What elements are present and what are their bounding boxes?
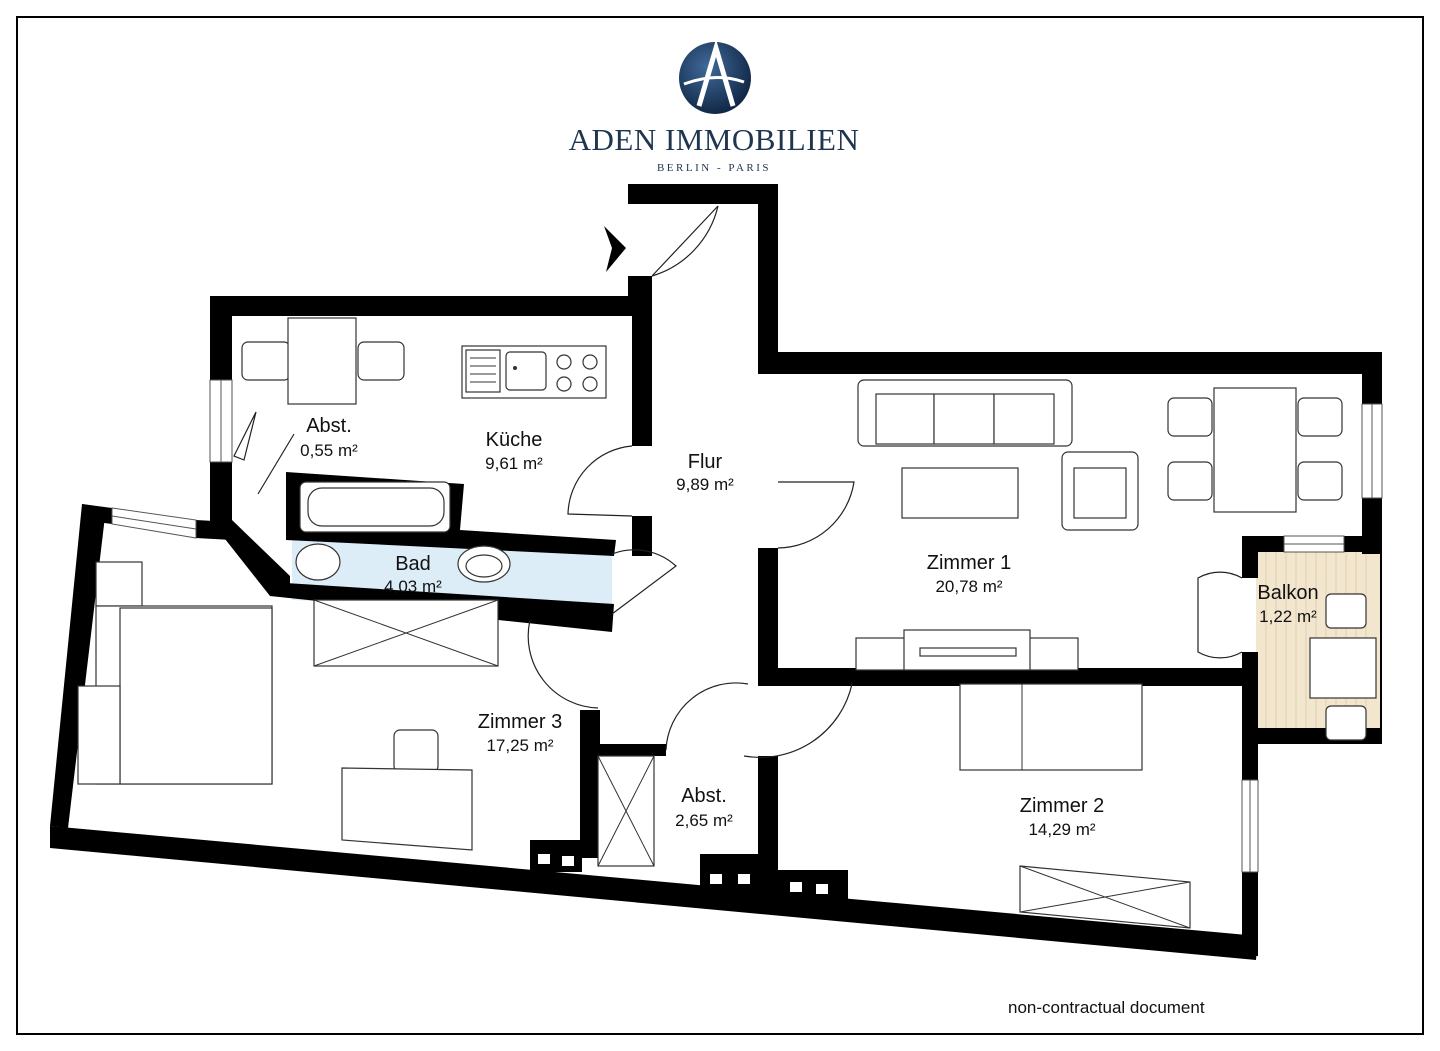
zimmer3-furniture [77, 561, 655, 867]
room-name-kueche: Küche [486, 429, 543, 451]
room-name-zimmer3: Zimmer 3 [478, 711, 562, 733]
room-name-flur: Flur [688, 451, 723, 473]
balkon-furniture [1309, 593, 1377, 741]
windows [111, 379, 1383, 873]
page-frame [16, 16, 1424, 1035]
room-name-bad: Bad [395, 553, 431, 575]
room-area-zimmer3: 17,25 m² [486, 736, 553, 755]
room-name-zimmer1: Zimmer 1 [927, 552, 1011, 574]
room-area-flur: 9,89 m² [676, 475, 734, 494]
room-area-zimmer2: 14,29 m² [1028, 820, 1095, 839]
bath-fixtures [295, 481, 511, 583]
room-area-kueche: 9,61 m² [485, 454, 543, 473]
wall-recesses [438, 322, 828, 894]
brand-name: ADEN IMMOBILIEN [569, 122, 860, 157]
brand-subtitle: BERLIN - PARIS [657, 162, 771, 174]
room-name-abst-large: Abst. [681, 785, 727, 807]
room-name-abst-small: Abst. [306, 415, 352, 437]
entrance-arrow-icon [604, 226, 626, 272]
zimmer1-furniture [855, 379, 1343, 671]
footer-note: non-contractual document [1008, 998, 1205, 1017]
room-area-balkon: 1,22 m² [1259, 607, 1317, 626]
walls [50, 184, 1382, 960]
room-area-abst-small: 0,55 m² [300, 441, 358, 460]
logo: ADEN IMMOBILIEN BERLIN - PARIS [569, 39, 860, 174]
room-area-bad: 4,03 m² [384, 577, 442, 596]
doors [233, 205, 1243, 759]
room-name-balkon: Balkon [1257, 582, 1318, 604]
zimmer2-furniture [959, 683, 1191, 929]
room-area-zimmer1: 20,78 m² [935, 577, 1002, 596]
room-area-abst-large: 2,65 m² [675, 811, 733, 830]
aden-a-globe-icon [679, 39, 751, 114]
kitchen-furniture [241, 317, 607, 405]
room-name-zimmer2: Zimmer 2 [1020, 795, 1104, 817]
